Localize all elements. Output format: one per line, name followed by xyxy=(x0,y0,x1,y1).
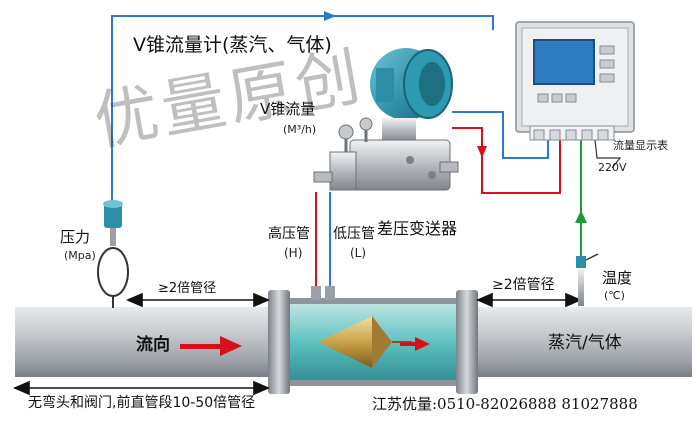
downstream-distance: ≥2倍管径 xyxy=(492,277,555,293)
dp-transmitter-label: 差压变送器 xyxy=(377,219,458,238)
medium-label: 蒸汽/气体 xyxy=(548,333,622,353)
pressure-transmitter xyxy=(97,200,129,308)
diagram-title: V锥流量计(蒸汽、气体) xyxy=(133,34,332,56)
v-cone-rear xyxy=(372,316,392,368)
transmitter-neck xyxy=(382,118,416,142)
transmitter-display-line-red xyxy=(452,127,561,194)
signal-lines xyxy=(111,11,622,292)
pipe xyxy=(15,286,692,394)
flow-direction-label: 流向 xyxy=(136,335,170,355)
transmitter-body xyxy=(349,139,451,191)
dp-transmitter xyxy=(313,48,459,191)
low-pressure-label: 低压管 xyxy=(333,226,375,242)
flow-arrow-main xyxy=(220,336,242,356)
low-tap xyxy=(325,286,335,300)
manifold xyxy=(329,151,357,191)
temperature-sensor xyxy=(576,253,599,306)
downstream-pipe xyxy=(470,307,692,377)
contact-info: 江苏优量:0510-82026888 81027888 xyxy=(372,395,638,413)
high-tap xyxy=(311,286,321,300)
pressure-label: 压力 xyxy=(60,228,91,246)
power-cable xyxy=(594,139,622,169)
voltage-label: 220V xyxy=(598,161,627,174)
low-pressure-code: (L) xyxy=(350,246,367,260)
dimension-lines xyxy=(12,292,583,396)
pressure-signal-line xyxy=(111,15,494,208)
left-flange xyxy=(268,290,290,394)
right-flange xyxy=(456,290,478,394)
upstream-distance: ≥2倍管径 xyxy=(158,281,217,296)
high-pressure-label: 高压管 xyxy=(268,226,310,242)
v-cone xyxy=(318,316,372,368)
pressure-unit: (Mpa) xyxy=(64,249,96,262)
green-arrow-up xyxy=(575,210,587,223)
flow-arrows xyxy=(180,336,430,356)
siphon-loop xyxy=(97,247,129,297)
straight-run-note: 无弯头和阀门,前直管段10-50倍管径 xyxy=(28,395,256,411)
high-pressure-code: (H) xyxy=(284,246,303,260)
top-arrow xyxy=(324,11,336,21)
flow-unit: (M³/h) xyxy=(283,123,317,136)
temperature-label: 温度 xyxy=(602,269,633,287)
flow-arrow-inner xyxy=(415,337,430,351)
display-screen xyxy=(533,39,595,85)
display-label: 流量显示表 xyxy=(613,139,668,152)
red-arrow-down xyxy=(477,146,487,158)
flow-display-unit xyxy=(515,21,635,141)
upstream-pipe xyxy=(15,307,277,377)
flow-label: V锥流量 xyxy=(260,100,316,118)
temperature-unit: (℃) xyxy=(604,289,625,302)
transmitter-display-line-blue xyxy=(452,111,549,159)
